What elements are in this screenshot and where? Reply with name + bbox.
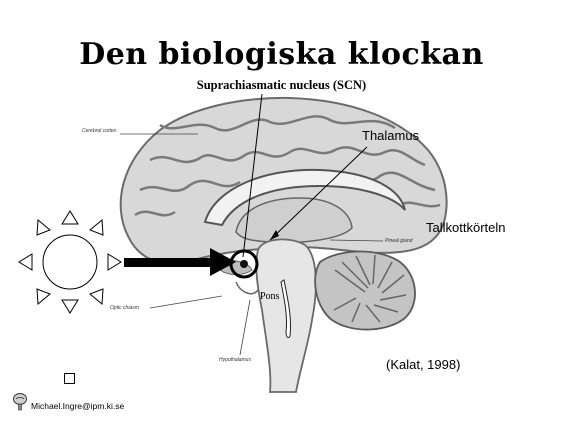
optic-chiasm-label: Optic chiasm bbox=[110, 305, 139, 311]
slide-title: Den biologiska klockan bbox=[0, 38, 563, 72]
tallkottkorteln-label: Tallkottkörteln bbox=[426, 220, 505, 235]
sun-icon bbox=[19, 211, 121, 313]
thalamus-label: Thalamus bbox=[362, 128, 419, 143]
hypothalamus-label: Hypothalamus bbox=[219, 357, 251, 363]
pons-label: Pons bbox=[260, 291, 279, 302]
footer-email: Michael.Ingre@ipm.ki.se bbox=[31, 401, 124, 411]
scn-label: Suprachiasmatic nucleus (SCN) bbox=[0, 78, 563, 93]
citation: (Kalat, 1998) bbox=[386, 357, 460, 372]
author-logo-icon bbox=[12, 393, 28, 411]
cerebral-cortex-label: Cerebral cortex bbox=[82, 128, 116, 134]
pineal-gland-label: Pineal gland bbox=[385, 238, 413, 244]
checkbox-icon[interactable] bbox=[64, 373, 75, 384]
